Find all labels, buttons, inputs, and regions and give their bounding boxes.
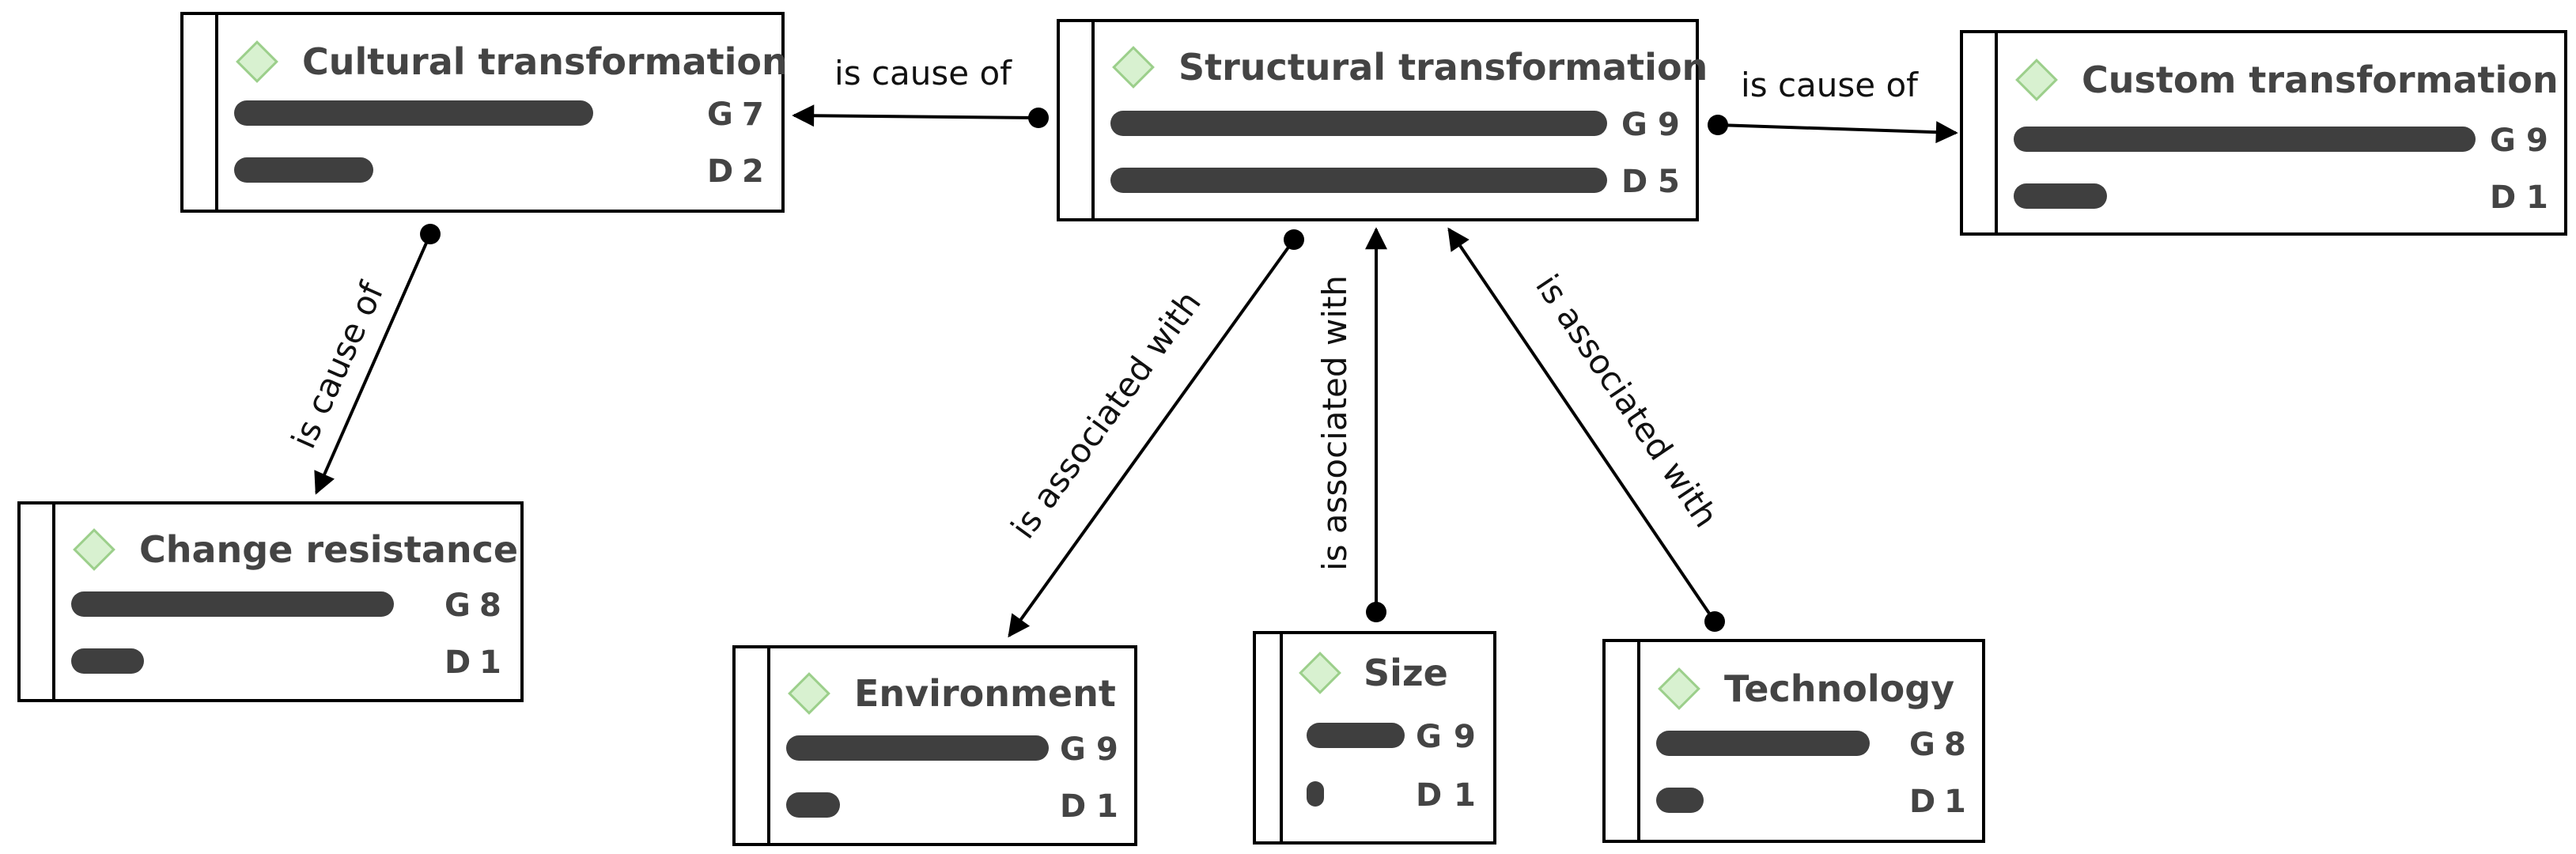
relation-label: is cause of xyxy=(834,54,1012,93)
node-change-resistance[interactable]: Change resistance G 8 D 1 xyxy=(17,501,524,702)
node-title: Custom transformation xyxy=(2082,59,2559,101)
metric-value-g: 8 xyxy=(1944,727,1966,763)
metric-bar-d xyxy=(786,792,840,818)
metric-bar-g xyxy=(1307,723,1405,748)
node-stripe xyxy=(215,15,218,210)
metric-label-g: G xyxy=(1621,107,1647,143)
metric-label-g: G xyxy=(2490,123,2516,159)
metric-bar-g xyxy=(2014,127,2476,152)
green-diamond-icon xyxy=(1112,46,1155,89)
relation-technology-to-structural[interactable]: is associated with xyxy=(1447,227,1726,632)
metric-value-g: 9 xyxy=(2526,123,2548,159)
metric-label-d: D xyxy=(1416,777,1443,814)
metric-bar-g xyxy=(1656,731,1870,756)
metric-bar-g xyxy=(234,100,593,126)
node-title: Size xyxy=(1364,652,1448,694)
metric-bar-g xyxy=(1110,111,1607,136)
metric-label-d: D xyxy=(1621,164,1648,200)
metric-bar-d xyxy=(1307,781,1324,807)
node-title: Technology xyxy=(1724,667,1955,710)
node-stripe xyxy=(52,504,55,699)
metric-label-g: G xyxy=(1060,731,1086,768)
green-diamond-icon xyxy=(73,528,115,571)
node-custom-transformation[interactable]: Custom transformation G 9 D 1 xyxy=(1960,30,2567,236)
relation-label: is associated with xyxy=(1315,275,1354,571)
metric-bar-d xyxy=(1656,788,1704,813)
metric-bar-d xyxy=(71,648,144,674)
metric-label-d: D xyxy=(1060,788,1087,825)
metric-value-g: 8 xyxy=(479,588,501,624)
metric-value-g: 7 xyxy=(742,96,764,133)
metric-value-d: 1 xyxy=(1454,777,1476,814)
relation-label: is cause of xyxy=(1741,66,1919,104)
node-title: Change resistance xyxy=(139,528,519,571)
metric-label-g: G xyxy=(1909,727,1935,763)
relation-structural-to-environment[interactable]: is associated with xyxy=(1004,229,1304,638)
green-diamond-icon xyxy=(236,40,278,83)
metric-bar-d xyxy=(234,157,373,183)
metric-bar-d xyxy=(1110,168,1607,193)
metric-value-g: 9 xyxy=(1454,719,1476,755)
metric-label-g: G xyxy=(444,588,471,624)
metric-bar-g xyxy=(786,735,1049,761)
node-structural-transformation[interactable]: Structural transformation G 9 D 5 xyxy=(1057,19,1708,221)
green-diamond-icon xyxy=(2015,59,2058,101)
relation-structural-to-custom[interactable]: is cause of xyxy=(1708,66,1958,144)
metric-label-g: G xyxy=(707,96,733,133)
metric-bar-g xyxy=(71,591,394,617)
node-environment[interactable]: Environment G 9 D 1 xyxy=(732,645,1137,846)
relation-label: is associated with xyxy=(1004,284,1209,546)
green-diamond-icon xyxy=(788,672,830,715)
node-title: Cultural transformation xyxy=(302,40,788,83)
node-size[interactable]: Size G 9 D 1 xyxy=(1253,631,1496,845)
node-stripe xyxy=(1995,33,1998,232)
relation-structural-to-cultural[interactable]: is cause of xyxy=(792,54,1049,128)
metric-value-d: 1 xyxy=(1944,784,1966,820)
metric-label-d: D xyxy=(2490,179,2517,216)
node-title: Environment xyxy=(854,672,1116,715)
metric-value-d: 1 xyxy=(479,644,501,681)
metric-value-g: 9 xyxy=(1658,107,1680,143)
metric-label-g: G xyxy=(1416,719,1442,755)
metric-bar-d xyxy=(2014,183,2107,209)
green-diamond-icon xyxy=(1299,652,1341,694)
relation-size-to-structural[interactable]: is associated with xyxy=(1315,227,1387,622)
green-diamond-icon xyxy=(1658,667,1700,710)
metric-value-g: 9 xyxy=(1096,731,1118,768)
metric-label-d: D xyxy=(707,153,734,190)
node-stripe xyxy=(1637,642,1640,840)
relation-cultural-to-change[interactable]: is cause of xyxy=(284,224,441,495)
metric-label-d: D xyxy=(1909,784,1936,820)
node-cultural-transformation[interactable]: Cultural transformation G 7 D 2 xyxy=(180,12,788,213)
node-stripe xyxy=(1091,22,1095,218)
metric-value-d: 2 xyxy=(742,153,764,190)
node-stripe xyxy=(767,648,770,843)
relation-label: is cause of xyxy=(284,276,392,455)
metric-value-d: 5 xyxy=(1658,164,1680,200)
node-stripe xyxy=(1280,634,1283,841)
metric-value-d: 1 xyxy=(1096,788,1118,825)
node-technology[interactable]: Technology G 8 D 1 xyxy=(1602,639,1985,843)
metric-value-d: 1 xyxy=(2526,179,2548,216)
node-title: Structural transformation xyxy=(1178,46,1708,89)
metric-label-d: D xyxy=(444,644,471,681)
